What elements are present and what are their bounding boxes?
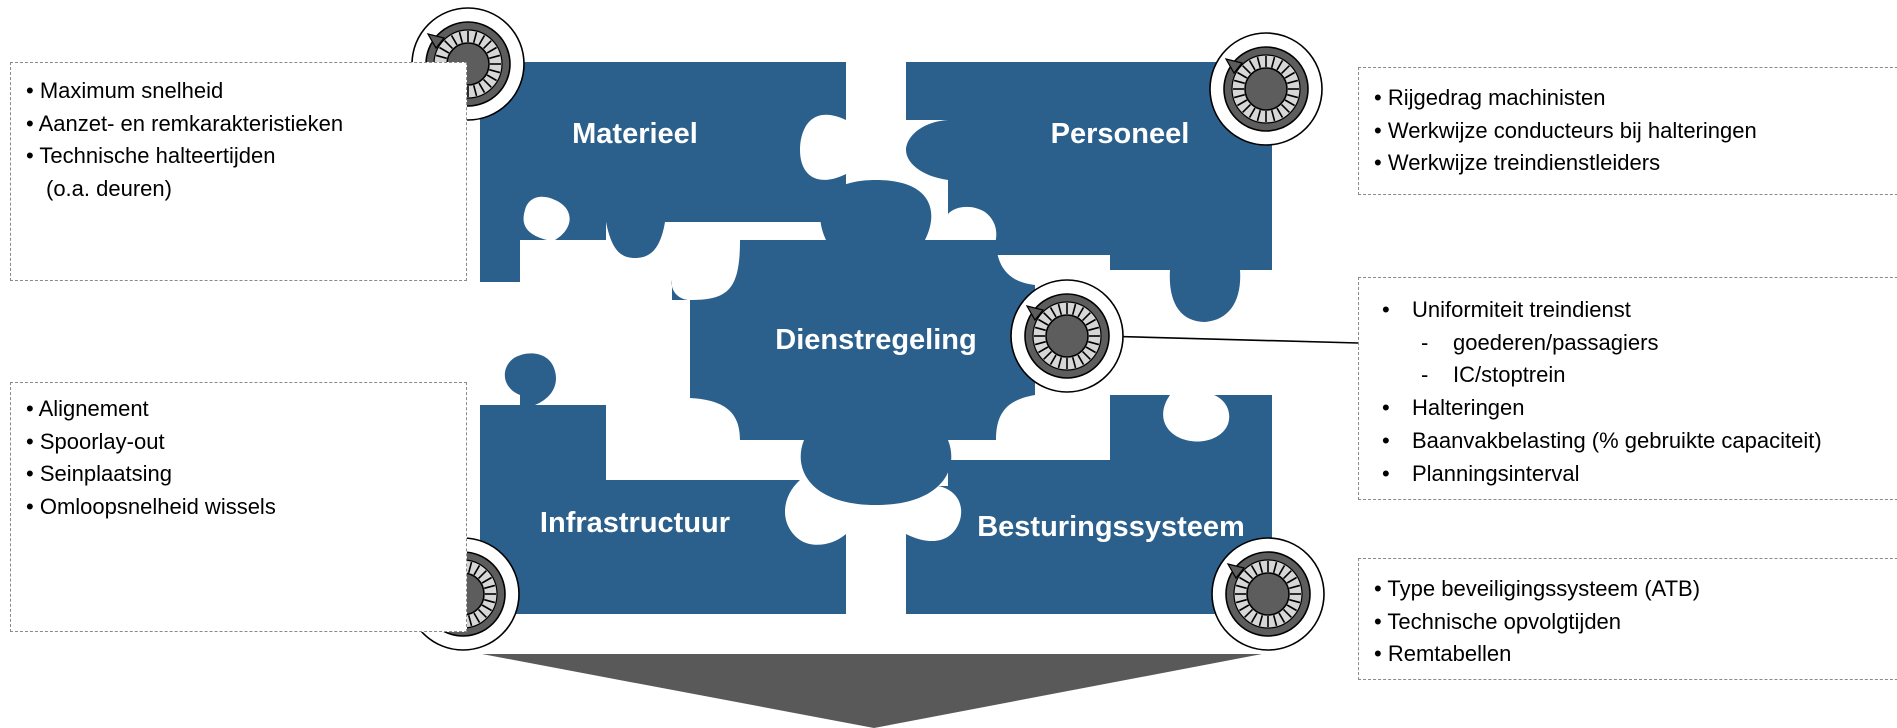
list-item: • Werkwijze conducteurs bij halteringen xyxy=(1374,117,1757,143)
knob-besturingssysteem-icon xyxy=(1211,537,1325,651)
list-subitem: -goederen/passagiers xyxy=(1421,329,1659,355)
puzzle-label-infrastructuur: Infrastructuur xyxy=(540,507,730,539)
list-item: • Werkwijze treindienstleiders xyxy=(1374,150,1661,175)
list-item: • Aanzet- en remkarakteristieken xyxy=(26,110,344,136)
puzzle-piece-dienstregeling xyxy=(671,180,1035,505)
puzzle-piece-personeel xyxy=(906,62,1272,322)
bullet-list-besturingssysteem: • Type beveiligingssysteem (ATB) • Techn… xyxy=(1374,573,1897,671)
puzzle-pieces: Materieel Personeel Dienstregeling Infra… xyxy=(480,62,1272,614)
info-box-materieel: • Maximum snelheid • Aanzet- en remkarak… xyxy=(10,62,467,281)
puzzle-piece-besturingssysteem xyxy=(906,395,1272,614)
list-subitem: -IC/stoptrein xyxy=(1421,362,1566,388)
puzzle-piece-infrastructuur xyxy=(480,353,846,614)
list-item: • Spoorlay-out xyxy=(26,428,165,454)
list-item: • Technische opvolgtijden xyxy=(1374,608,1622,634)
info-box-dienstregeling: •Uniformiteit treindienst -goederen/pass… xyxy=(1358,277,1897,500)
bullet-list-dienstregeling: •Uniformiteit treindienst -goederen/pass… xyxy=(1374,294,1897,490)
puzzle-piece-materieel xyxy=(480,62,846,282)
list-item: • Remtabellen xyxy=(1374,641,1512,666)
knob-personeel-icon xyxy=(1209,32,1323,146)
list-item: • Seinplaatsing xyxy=(26,461,172,486)
bullet-list-personeel: • Rijgedrag machinisten • Werkwijze cond… xyxy=(1374,82,1897,180)
output-arrow-shape xyxy=(482,654,1262,728)
puzzle-label-materieel: Materieel xyxy=(572,118,698,150)
list-item: • Type beveiligingssysteem (ATB) xyxy=(1374,576,1701,601)
bullet-list-infrastructuur: • Alignement • Spoorlay-out • Seinplaats… xyxy=(26,393,466,523)
bullet-list-materieel: • Maximum snelheid • Aanzet- en remkarak… xyxy=(26,75,466,205)
list-item: •Planningsinterval xyxy=(1382,460,1580,486)
list-item: (o.a. deuren) xyxy=(46,175,172,201)
knob-dienstregeling-icon xyxy=(1010,279,1124,393)
puzzle-label-besturingssysteem: Besturingssysteem xyxy=(977,511,1245,543)
info-box-infrastructuur: • Alignement • Spoorlay-out • Seinplaats… xyxy=(10,382,467,632)
list-item: •Uniformiteit treindienst xyxy=(1382,297,1631,322)
list-item: • Alignement xyxy=(26,396,149,421)
puzzle-label-dienstregeling: Dienstregeling xyxy=(775,324,976,356)
list-item: •Halteringen xyxy=(1382,395,1525,421)
info-box-besturingssysteem: • Type beveiligingssysteem (ATB) • Techn… xyxy=(1358,558,1897,680)
connector-line xyxy=(1099,335,1359,344)
puzzle-label-personeel: Personeel xyxy=(1051,118,1190,150)
list-item: • Technische halteertijden xyxy=(26,143,276,168)
list-item: • Maximum snelheid xyxy=(26,78,224,103)
info-box-personeel: • Rijgedrag machinisten • Werkwijze cond… xyxy=(1358,67,1897,195)
list-item: • Omloopsnelheid wissels xyxy=(26,493,276,519)
list-item: •Baanvakbelasting (% gebruikte capacitei… xyxy=(1382,427,1822,453)
list-item: • Rijgedrag machinisten xyxy=(1374,85,1606,110)
